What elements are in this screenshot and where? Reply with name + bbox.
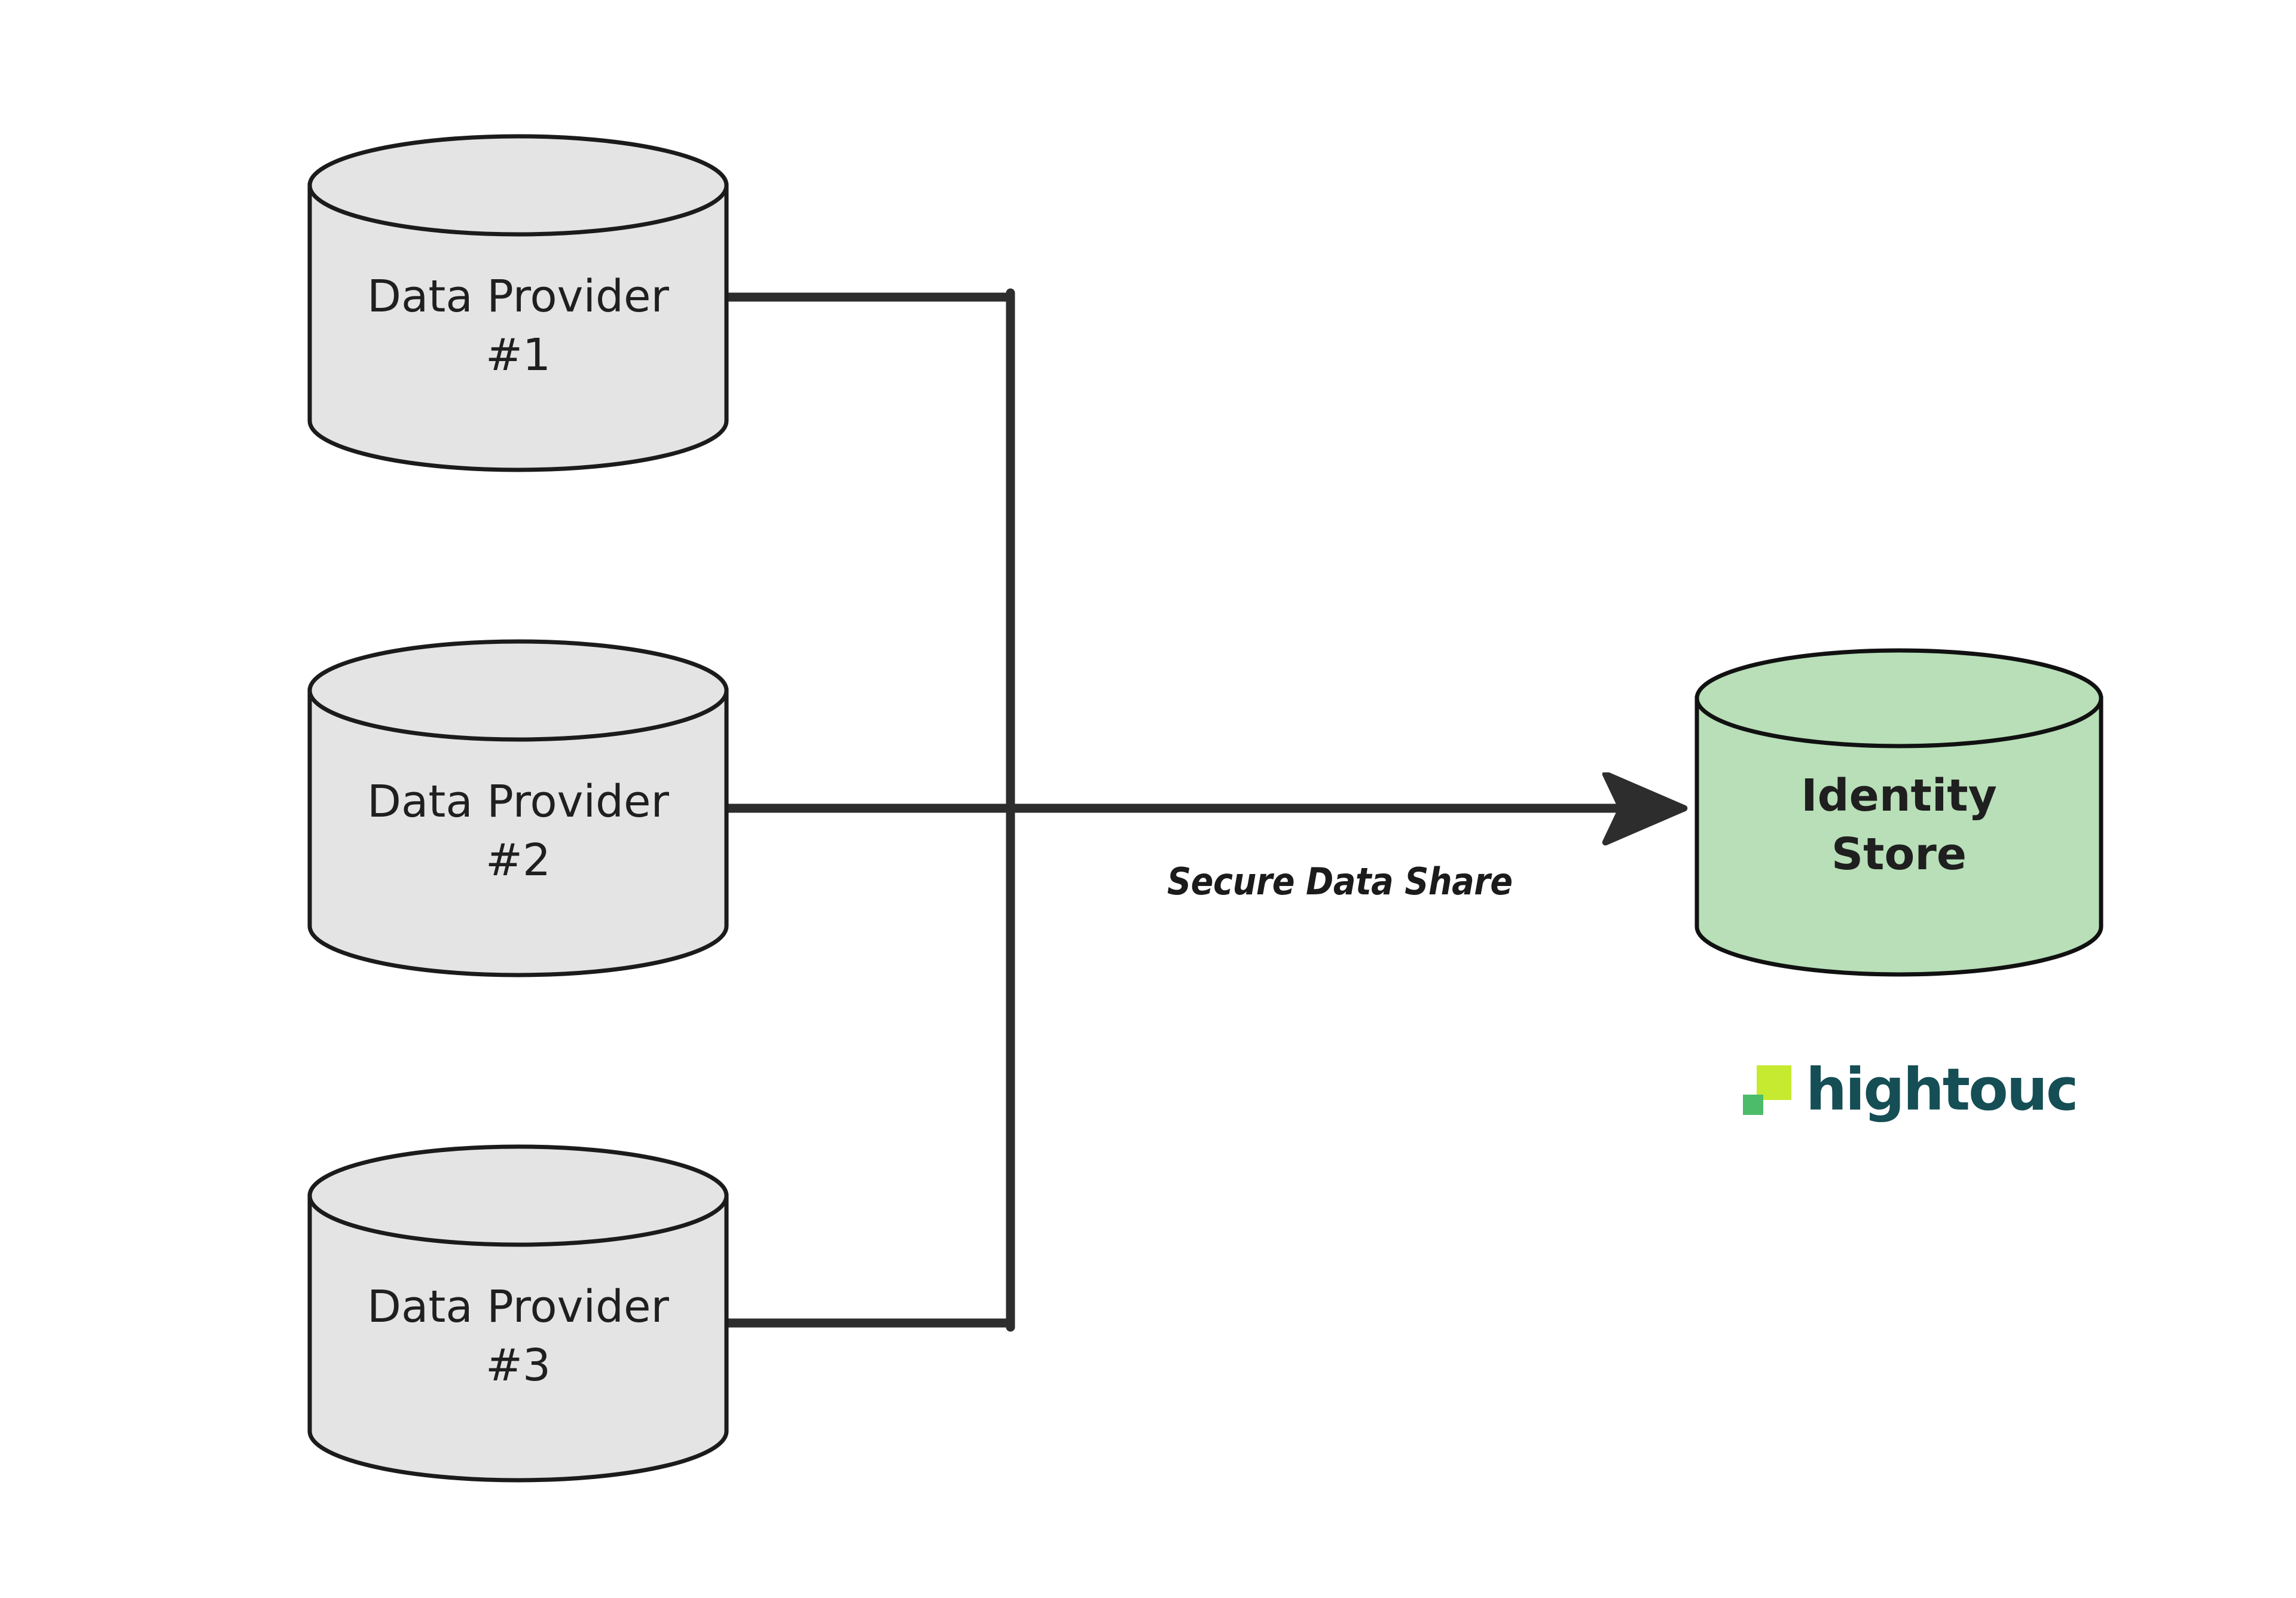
node-data-provider-2[interactable] xyxy=(307,639,729,977)
edge-label-secure-data-share: Secure Data Share xyxy=(1167,860,1513,903)
hightouch-logo: hightouch xyxy=(1741,1059,2082,1126)
hightouch-wordmark: hightouch xyxy=(1806,1059,2075,1123)
hightouch-wordmark-text: hightouch xyxy=(1806,1059,2075,1123)
logo-square-lime-icon xyxy=(1757,1065,1791,1100)
node-identity-store[interactable] xyxy=(1694,648,2103,977)
node-data-provider-1[interactable] xyxy=(307,134,729,472)
connector-group xyxy=(720,288,1679,1332)
node-data-provider-3[interactable] xyxy=(307,1144,729,1483)
logo-square-green-icon xyxy=(1743,1095,1763,1115)
hightouch-mark-icon xyxy=(1741,1063,1801,1123)
